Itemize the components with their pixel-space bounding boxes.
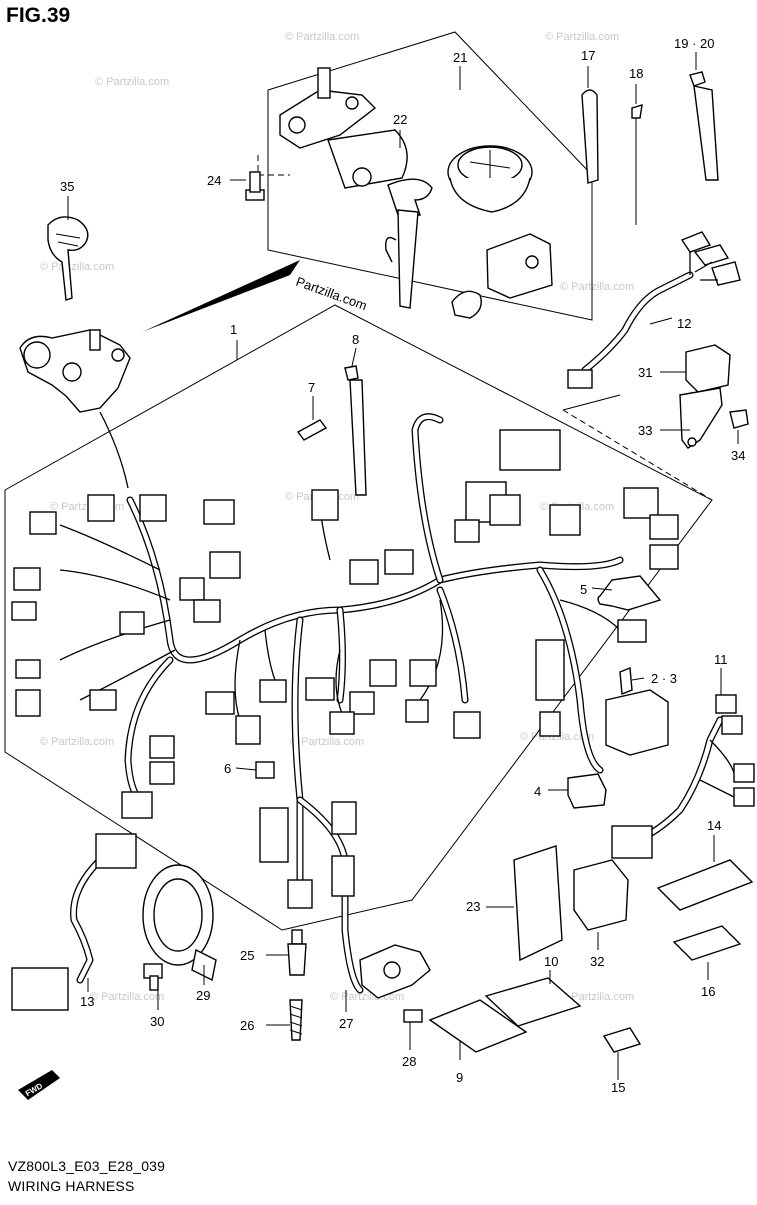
key (47, 216, 89, 301)
svg-text:© Partzilla.com: © Partzilla.com (560, 281, 634, 293)
main-harness-box (4, 304, 713, 931)
sensor-27 (359, 944, 431, 999)
svg-text:© Partzilla.com: © Partzilla.com (520, 731, 594, 743)
leader-lines (67, 52, 739, 1080)
ignition-switch (19, 329, 131, 489)
callout-23: 23 (466, 899, 480, 914)
callout-22: 22 (393, 112, 407, 127)
callout-11: 11 (714, 652, 728, 667)
callout-19-20: 19 · 20 (674, 36, 714, 51)
svg-text:© Partzilla.com: © Partzilla.com (285, 31, 359, 43)
bolt (245, 171, 265, 201)
callout-2-3: 2 · 3 (651, 671, 677, 686)
callout-4: 4 (534, 784, 541, 799)
callout-13: 13 (80, 994, 94, 1009)
callout-6: 6 (224, 761, 231, 776)
callout-16: 16 (701, 984, 715, 999)
callout-17: 17 (581, 48, 595, 63)
bolt-28 (403, 1009, 423, 1023)
callout-9: 9 (456, 1070, 463, 1085)
pad-9 (428, 999, 528, 1053)
spring-26 (289, 999, 303, 1041)
fwd-arrow: FWD (18, 1070, 60, 1100)
callout-21: 21 (453, 50, 467, 65)
callout-12: 12 (677, 316, 691, 331)
dashed-leader (257, 155, 290, 176)
horn (142, 864, 217, 982)
callout-29: 29 (196, 988, 210, 1003)
clamps (581, 71, 719, 225)
callout-33: 33 (638, 423, 652, 438)
callout-labels: 1 2 · 3 4 5 6 7 8 9 10 11 12 13 14 15 16… (60, 36, 745, 1095)
pad-10 (484, 977, 582, 1027)
switch-25 (287, 929, 307, 976)
relay-32 (573, 859, 629, 931)
harness-11 (611, 694, 755, 859)
pad-16 (672, 925, 742, 961)
leader-wedge (142, 260, 300, 332)
svg-text:© Partzilla.com: © Partzilla.com (90, 991, 164, 1003)
svg-text:© Partzilla.com: © Partzilla.com (560, 991, 634, 1003)
sub-harness (567, 231, 741, 389)
figure-code: VZ800L3_E03_E28_039 (8, 1158, 166, 1174)
callout-5: 5 (580, 582, 587, 597)
svg-text:© Partzilla.com: © Partzilla.com (40, 261, 114, 273)
svg-text:© Partzilla.com: © Partzilla.com (95, 76, 169, 88)
callout-1: 1 (230, 322, 237, 337)
svg-text:© Partzilla.com: © Partzilla.com (545, 31, 619, 43)
figure-caption: WIRING HARNESS (8, 1178, 135, 1194)
box-line (562, 394, 621, 411)
harness-13 (11, 833, 137, 1011)
callout-32: 32 (590, 954, 604, 969)
ignition-set-parts (279, 67, 553, 319)
small-relay (255, 761, 275, 779)
fuse (619, 667, 633, 695)
callout-30: 30 (150, 1014, 164, 1029)
cover (597, 575, 662, 611)
ignition-set-box (267, 31, 593, 321)
figure-title: FIG.39 (6, 4, 71, 27)
main-harness (11, 365, 679, 994)
dashed-line (562, 409, 713, 501)
callout-18: 18 (629, 66, 643, 81)
callout-7: 7 (308, 380, 315, 395)
callout-35: 35 (60, 179, 74, 194)
callout-26: 26 (240, 1018, 254, 1033)
relay-and-bracket (679, 344, 749, 449)
callout-31: 31 (638, 365, 652, 380)
pad-15 (602, 1027, 642, 1053)
svg-text:© Partzilla.com: © Partzilla.com (290, 736, 364, 748)
callout-34: 34 (731, 448, 745, 463)
callout-24: 24 (207, 173, 221, 188)
callout-25: 25 (240, 948, 254, 963)
relay (567, 773, 607, 809)
callout-10: 10 (544, 954, 558, 969)
plate-23 (513, 845, 563, 962)
callout-28: 28 (402, 1054, 416, 1069)
pad-14 (656, 859, 754, 911)
callout-8: 8 (352, 332, 359, 347)
callout-15: 15 (611, 1080, 625, 1095)
svg-text:© Partzilla.com: © Partzilla.com (40, 736, 114, 748)
callout-27: 27 (339, 1016, 353, 1031)
callout-14: 14 (707, 818, 721, 833)
fuse-box (605, 689, 669, 756)
